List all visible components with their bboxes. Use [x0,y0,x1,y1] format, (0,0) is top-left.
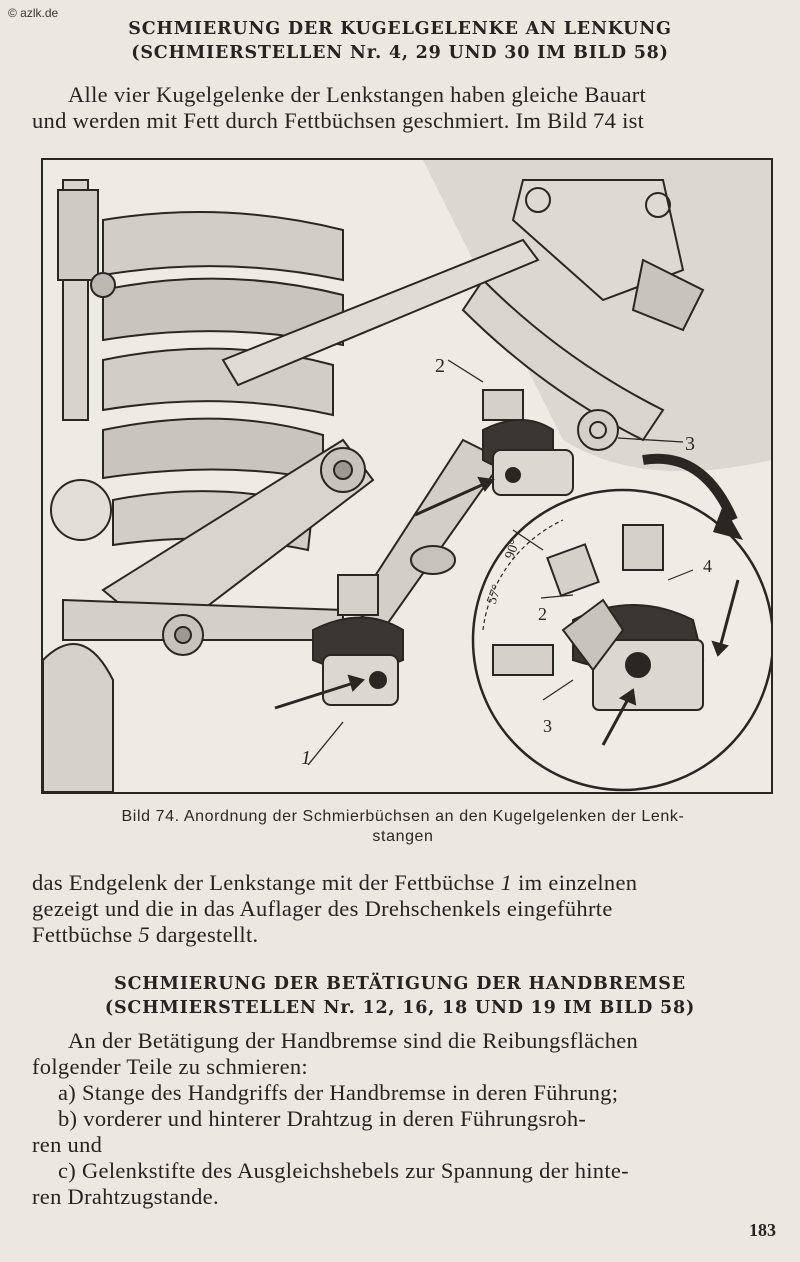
ball-joint-1 [312,574,404,706]
text-fragment: im einzelnen [512,870,638,895]
paragraph-line: das Endgelenk der Lenkstange mit der Fet… [32,870,772,896]
handbrake-paragraph: An der Betätigung der Handbremse sind di… [32,1028,772,1210]
page-number: 183 [749,1220,776,1240]
text-fragment: das Endgelenk der Lenkstange mit der Fet… [32,870,501,895]
paragraph-line: An der Betätigung der Handbremse sind di… [68,1028,639,1053]
caption-line1: Bild 74. Anordnung der Schmierbüchsen an… [121,808,685,825]
figure-74: 2 3 1 2 3 4 90° 57° [41,158,773,794]
suspension-spring [102,211,344,552]
section-heading: SCHMIERUNG DER BETÄTIGUNG DER HANDBREMSE… [0,972,800,1020]
detail-inset [471,453,771,792]
list-item-b: b) vorderer und hinterer Drahtzug in der… [58,1106,587,1131]
text-fragment: dargestellt. [149,922,259,947]
section-heading-line1: SCHMIERUNG DER BETÄTIGUNG DER HANDBREMSE [114,974,686,994]
inset-label-2: 2 [538,604,547,624]
paragraph-line: Alle vier Kugelgelenke der Lenkstangen h… [68,82,647,107]
label-1: 1 [301,747,311,769]
angle-label-57: 57° [485,583,506,607]
ball-joint-2 [482,389,619,496]
list-item-c-continued: ren Drahtzugstande. [32,1184,219,1209]
paragraph-line: folgender Teile zu schmieren: [32,1054,308,1079]
caption-line2: stangen [372,828,434,845]
label-3: 3 [685,433,695,455]
section-heading: SCHMIERUNG DER KUGELGELENKE AN LENKUNG (… [0,17,800,65]
section-heading-line2: (SCHMIERSTELLEN Nr. 12, 16, 18 UND 19 IM… [104,998,696,1018]
section-heading-line2: (SCHMIERSTELLEN Nr. 4, 29 UND 30 IM BILD… [131,43,669,63]
paragraph-line: und werden mit Fett durch Fettbüchsen ge… [32,108,645,133]
section-heading-line1: SCHMIERUNG DER KUGELGELENKE AN LENKUNG [128,19,672,39]
inset-label-4: 4 [703,556,712,576]
paragraph-line: gezeigt und die in das Auflager des Dreh… [32,896,613,921]
label-2: 2 [435,355,445,377]
inset-label-3: 3 [543,716,552,736]
watermark: © azlk.de [8,6,59,20]
reference-number: 5 [138,922,150,947]
angle-label-90: 90° [503,538,524,562]
reference-number: 1 [500,870,513,895]
list-item-a: a) Stange des Handgriffs der Handbremse … [58,1080,619,1105]
list-item-b-continued: ren und [32,1132,103,1157]
text-fragment: Fettbüchse [32,922,139,947]
paragraph-line: Fettbüchse 5 dargestellt. [32,922,772,948]
figure-caption: Bild 74. Anordnung der Schmierbüchsen an… [40,807,766,847]
description-paragraph: das Endgelenk der Lenkstange mit der Fet… [32,870,772,948]
list-item-c: c) Gelenkstifte des Ausgleichshebels zur… [58,1158,629,1183]
intro-paragraph: Alle vier Kugelgelenke der Lenkstangen h… [32,82,772,134]
steering-linkage-drawing: 2 3 1 2 3 4 90° 57° [43,160,771,792]
